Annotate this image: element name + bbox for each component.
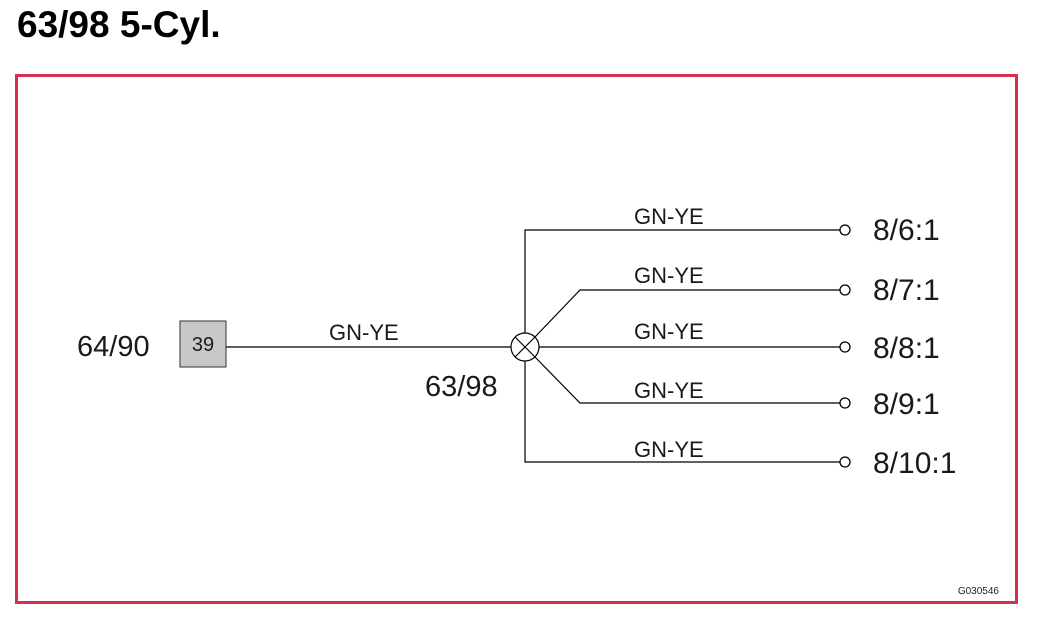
branch-wire: [524, 224, 851, 333]
terminal-icon: [839, 341, 851, 353]
terminal-icon: [839, 224, 851, 236]
branch-wire-label: GN-YE: [634, 319, 704, 344]
branch-pin-label: 8/8:1: [873, 332, 940, 365]
splice-label: 63/98: [425, 371, 498, 403]
diagram-frame: [15, 74, 1018, 604]
page-title: 63/98 5-Cyl.: [17, 4, 221, 45]
component-box: [179, 320, 227, 368]
terminal-icon: [839, 284, 851, 296]
source-wire-label: GN-YE: [329, 320, 399, 345]
terminal-icon: [839, 456, 851, 468]
branch-wire-label: GN-YE: [634, 437, 704, 462]
branch-pin-label: 8/6:1: [873, 214, 940, 247]
branch-pin-label: 8/7:1: [873, 274, 940, 307]
branch-wire: [534, 284, 851, 338]
branch-pin-label: 8/9:1: [873, 388, 940, 421]
source-connector-label: 64/90: [77, 331, 150, 363]
branch-wire: [534, 356, 851, 409]
component-number: 39: [192, 334, 214, 356]
terminal-icon: [839, 397, 851, 409]
branch-wire: [539, 341, 851, 353]
branch-wire-label: GN-YE: [634, 204, 704, 229]
reference-code: G030546: [958, 586, 1000, 597]
branch-wire-label: GN-YE: [634, 263, 704, 288]
branch-wire-label: GN-YE: [634, 378, 704, 403]
branch-pin-label: 8/10:1: [873, 447, 956, 480]
branch-wire: [524, 361, 851, 468]
splice-crossed-circle-icon: [510, 332, 540, 362]
